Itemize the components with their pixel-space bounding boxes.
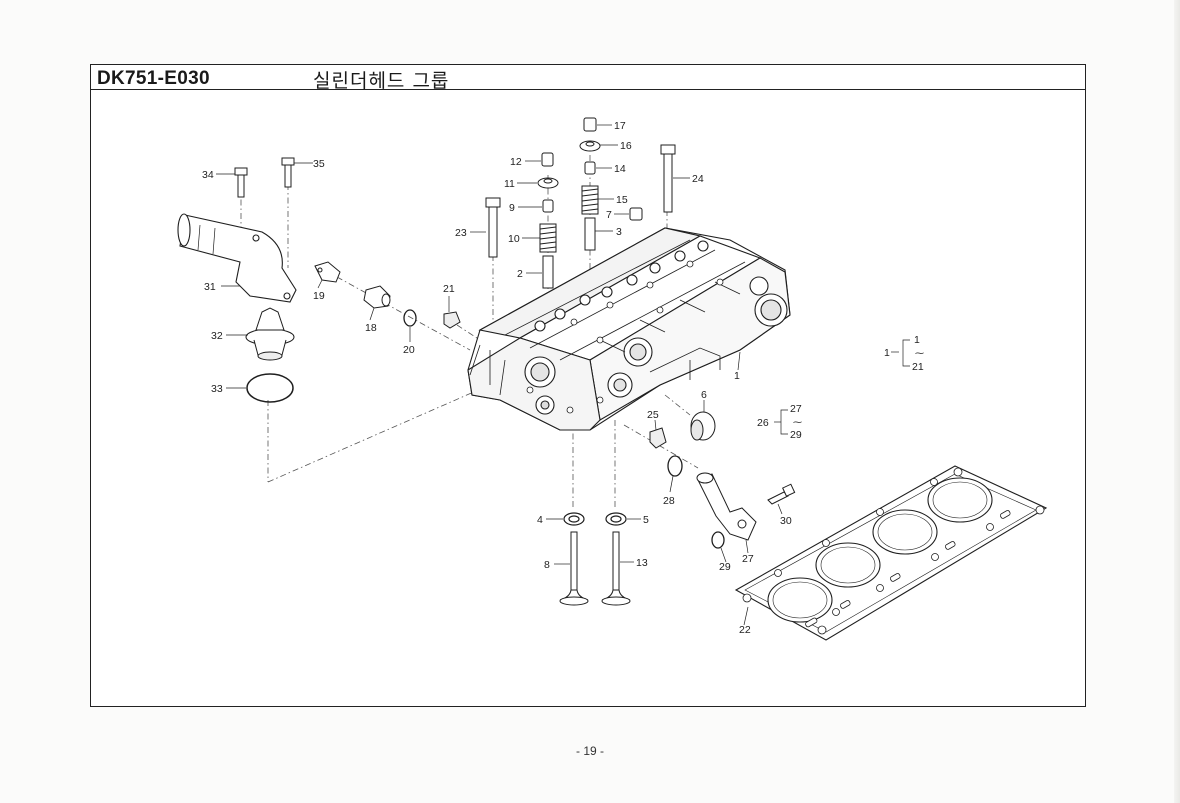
bolt-35 bbox=[281, 157, 295, 188]
range-1-from: 1 bbox=[914, 334, 920, 346]
callout-15: 15 bbox=[616, 194, 628, 206]
cylinder-head bbox=[467, 227, 791, 431]
bolt-34 bbox=[234, 167, 248, 198]
valve-spring-15 bbox=[581, 185, 599, 215]
callout-5: 5 bbox=[643, 514, 649, 526]
callout-33: 33 bbox=[211, 383, 223, 395]
leader-lines bbox=[216, 124, 910, 626]
callout-14: 14 bbox=[614, 163, 626, 175]
sensor-adapter bbox=[363, 285, 391, 309]
scan-edge bbox=[1174, 0, 1180, 803]
head-bolt-24 bbox=[660, 144, 676, 213]
callout-24: 24 bbox=[692, 173, 704, 185]
range-1-to: 21 bbox=[912, 361, 924, 373]
callout-28: 28 bbox=[663, 495, 675, 507]
exhaust-valve-13 bbox=[601, 531, 631, 606]
spring-retainer-16 bbox=[579, 140, 601, 152]
callout-32: 32 bbox=[211, 330, 223, 342]
head-bolt-23 bbox=[485, 197, 501, 258]
callout-labels: 34 35 31 32 33 19 18 20 21 23 12 11 9 10… bbox=[202, 120, 792, 636]
callout-30: 30 bbox=[780, 515, 792, 527]
callout-7: 7 bbox=[606, 209, 612, 221]
callout-8: 8 bbox=[544, 559, 550, 571]
intake-valve-8 bbox=[559, 531, 589, 606]
callout-3: 3 bbox=[616, 226, 622, 238]
page-number: - 19 - bbox=[575, 744, 604, 758]
range-26-from: 27 bbox=[790, 403, 802, 415]
head-gasket bbox=[734, 465, 1048, 641]
bolt-30 bbox=[767, 483, 796, 505]
callout-16: 16 bbox=[620, 140, 632, 152]
callout-25: 25 bbox=[647, 409, 659, 421]
callout-11: 11 bbox=[504, 178, 515, 190]
callout-13: 13 bbox=[636, 557, 648, 569]
thermostat bbox=[245, 307, 295, 361]
water-pipe-27 bbox=[696, 472, 757, 541]
range-26-parent: 26 bbox=[757, 417, 769, 429]
temperature-sensor bbox=[314, 261, 341, 283]
valve-keeper-17 bbox=[583, 117, 597, 132]
o-ring-20 bbox=[403, 309, 417, 327]
range-26-sep: ⁓ bbox=[793, 417, 802, 427]
callout-22: 22 bbox=[739, 624, 751, 636]
valve-guide-2 bbox=[542, 255, 554, 289]
plug-6 bbox=[690, 411, 716, 441]
range-1-parent: 1 bbox=[884, 347, 890, 359]
valve-seat-5 bbox=[605, 512, 627, 526]
callout-1: 1 bbox=[734, 370, 740, 382]
callout-21: 21 bbox=[443, 283, 455, 295]
plug-7 bbox=[629, 207, 643, 221]
spring-retainer-11 bbox=[537, 177, 559, 189]
o-ring-28 bbox=[667, 455, 683, 477]
callout-6: 6 bbox=[701, 389, 707, 401]
group-title: 실린더헤드 그룹 bbox=[313, 70, 450, 92]
callout-19: 19 bbox=[313, 290, 325, 302]
range-bracket-26: 26 27 ⁓ 29 bbox=[757, 403, 802, 441]
plug-21 bbox=[443, 311, 461, 329]
header-bar: DK751-E030 실린더헤드 그룹 bbox=[91, 65, 1085, 92]
callout-10: 10 bbox=[508, 233, 520, 245]
callout-2: 2 bbox=[517, 268, 523, 280]
callout-23: 23 bbox=[455, 227, 467, 239]
callout-4: 4 bbox=[537, 514, 543, 526]
callout-17: 17 bbox=[614, 120, 626, 132]
callout-18: 18 bbox=[365, 322, 377, 334]
callout-34: 34 bbox=[202, 169, 214, 181]
callout-31: 31 bbox=[204, 281, 216, 293]
group-code: DK751-E030 bbox=[97, 68, 210, 89]
range-26-to: 29 bbox=[790, 429, 802, 441]
o-ring-29 bbox=[711, 531, 725, 549]
callout-9: 9 bbox=[509, 202, 515, 214]
callout-12: 12 bbox=[510, 156, 522, 168]
range-bracket-1: 1 1 ⁓ 21 bbox=[884, 334, 924, 373]
callout-29: 29 bbox=[719, 561, 731, 573]
valve-seal-14 bbox=[584, 161, 596, 175]
range-1-sep: ⁓ bbox=[915, 348, 924, 358]
valve-seat-4 bbox=[563, 512, 585, 526]
valve-seal-9 bbox=[542, 199, 554, 213]
callout-20: 20 bbox=[403, 344, 415, 356]
plug-25 bbox=[649, 427, 667, 449]
valve-keeper-12 bbox=[541, 152, 554, 167]
thermostat-o-ring bbox=[246, 373, 294, 403]
valve-guide-3 bbox=[584, 217, 596, 251]
callout-35: 35 bbox=[313, 158, 325, 170]
valve-spring-10 bbox=[539, 223, 557, 253]
thermostat-housing bbox=[177, 213, 297, 303]
callout-27: 27 bbox=[742, 553, 754, 565]
